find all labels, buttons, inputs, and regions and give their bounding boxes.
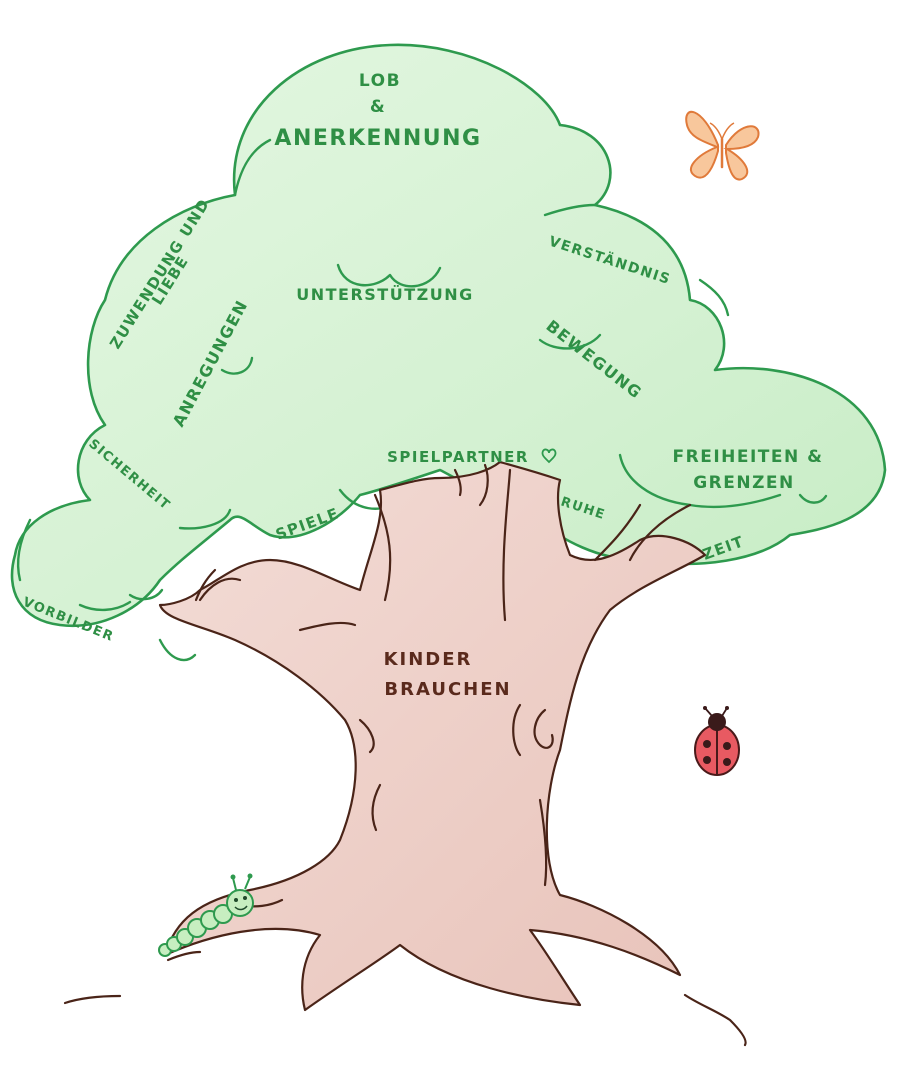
heart-icon — [541, 448, 557, 464]
label-unterstuetzung: UNTERSTÜTZUNG — [296, 285, 474, 304]
butterfly-icon — [685, 110, 760, 181]
label-grenzen: GRENZEN — [693, 473, 795, 493]
label-spielpartner: SPIELPARTNER — [387, 448, 529, 466]
center-label: KINDER BRAUCHEN — [384, 649, 511, 700]
tree-trunk — [63, 460, 747, 1047]
caterpillar-icon — [158, 873, 254, 957]
label-anerkennung: ANERKENNUNG — [274, 126, 481, 151]
ground-line-left — [63, 994, 122, 1005]
ladybug-icon — [694, 706, 740, 776]
label-lob: LOB — [359, 71, 401, 91]
label-ampersand: & — [370, 97, 386, 117]
ground-line-right — [683, 993, 747, 1047]
center-label-kinder: KINDER — [384, 649, 473, 670]
label-freiheiten: FREIHEITEN & — [673, 447, 824, 467]
trunk-shape — [158, 460, 707, 1012]
center-label-brauchen: BRAUCHEN — [384, 679, 511, 700]
